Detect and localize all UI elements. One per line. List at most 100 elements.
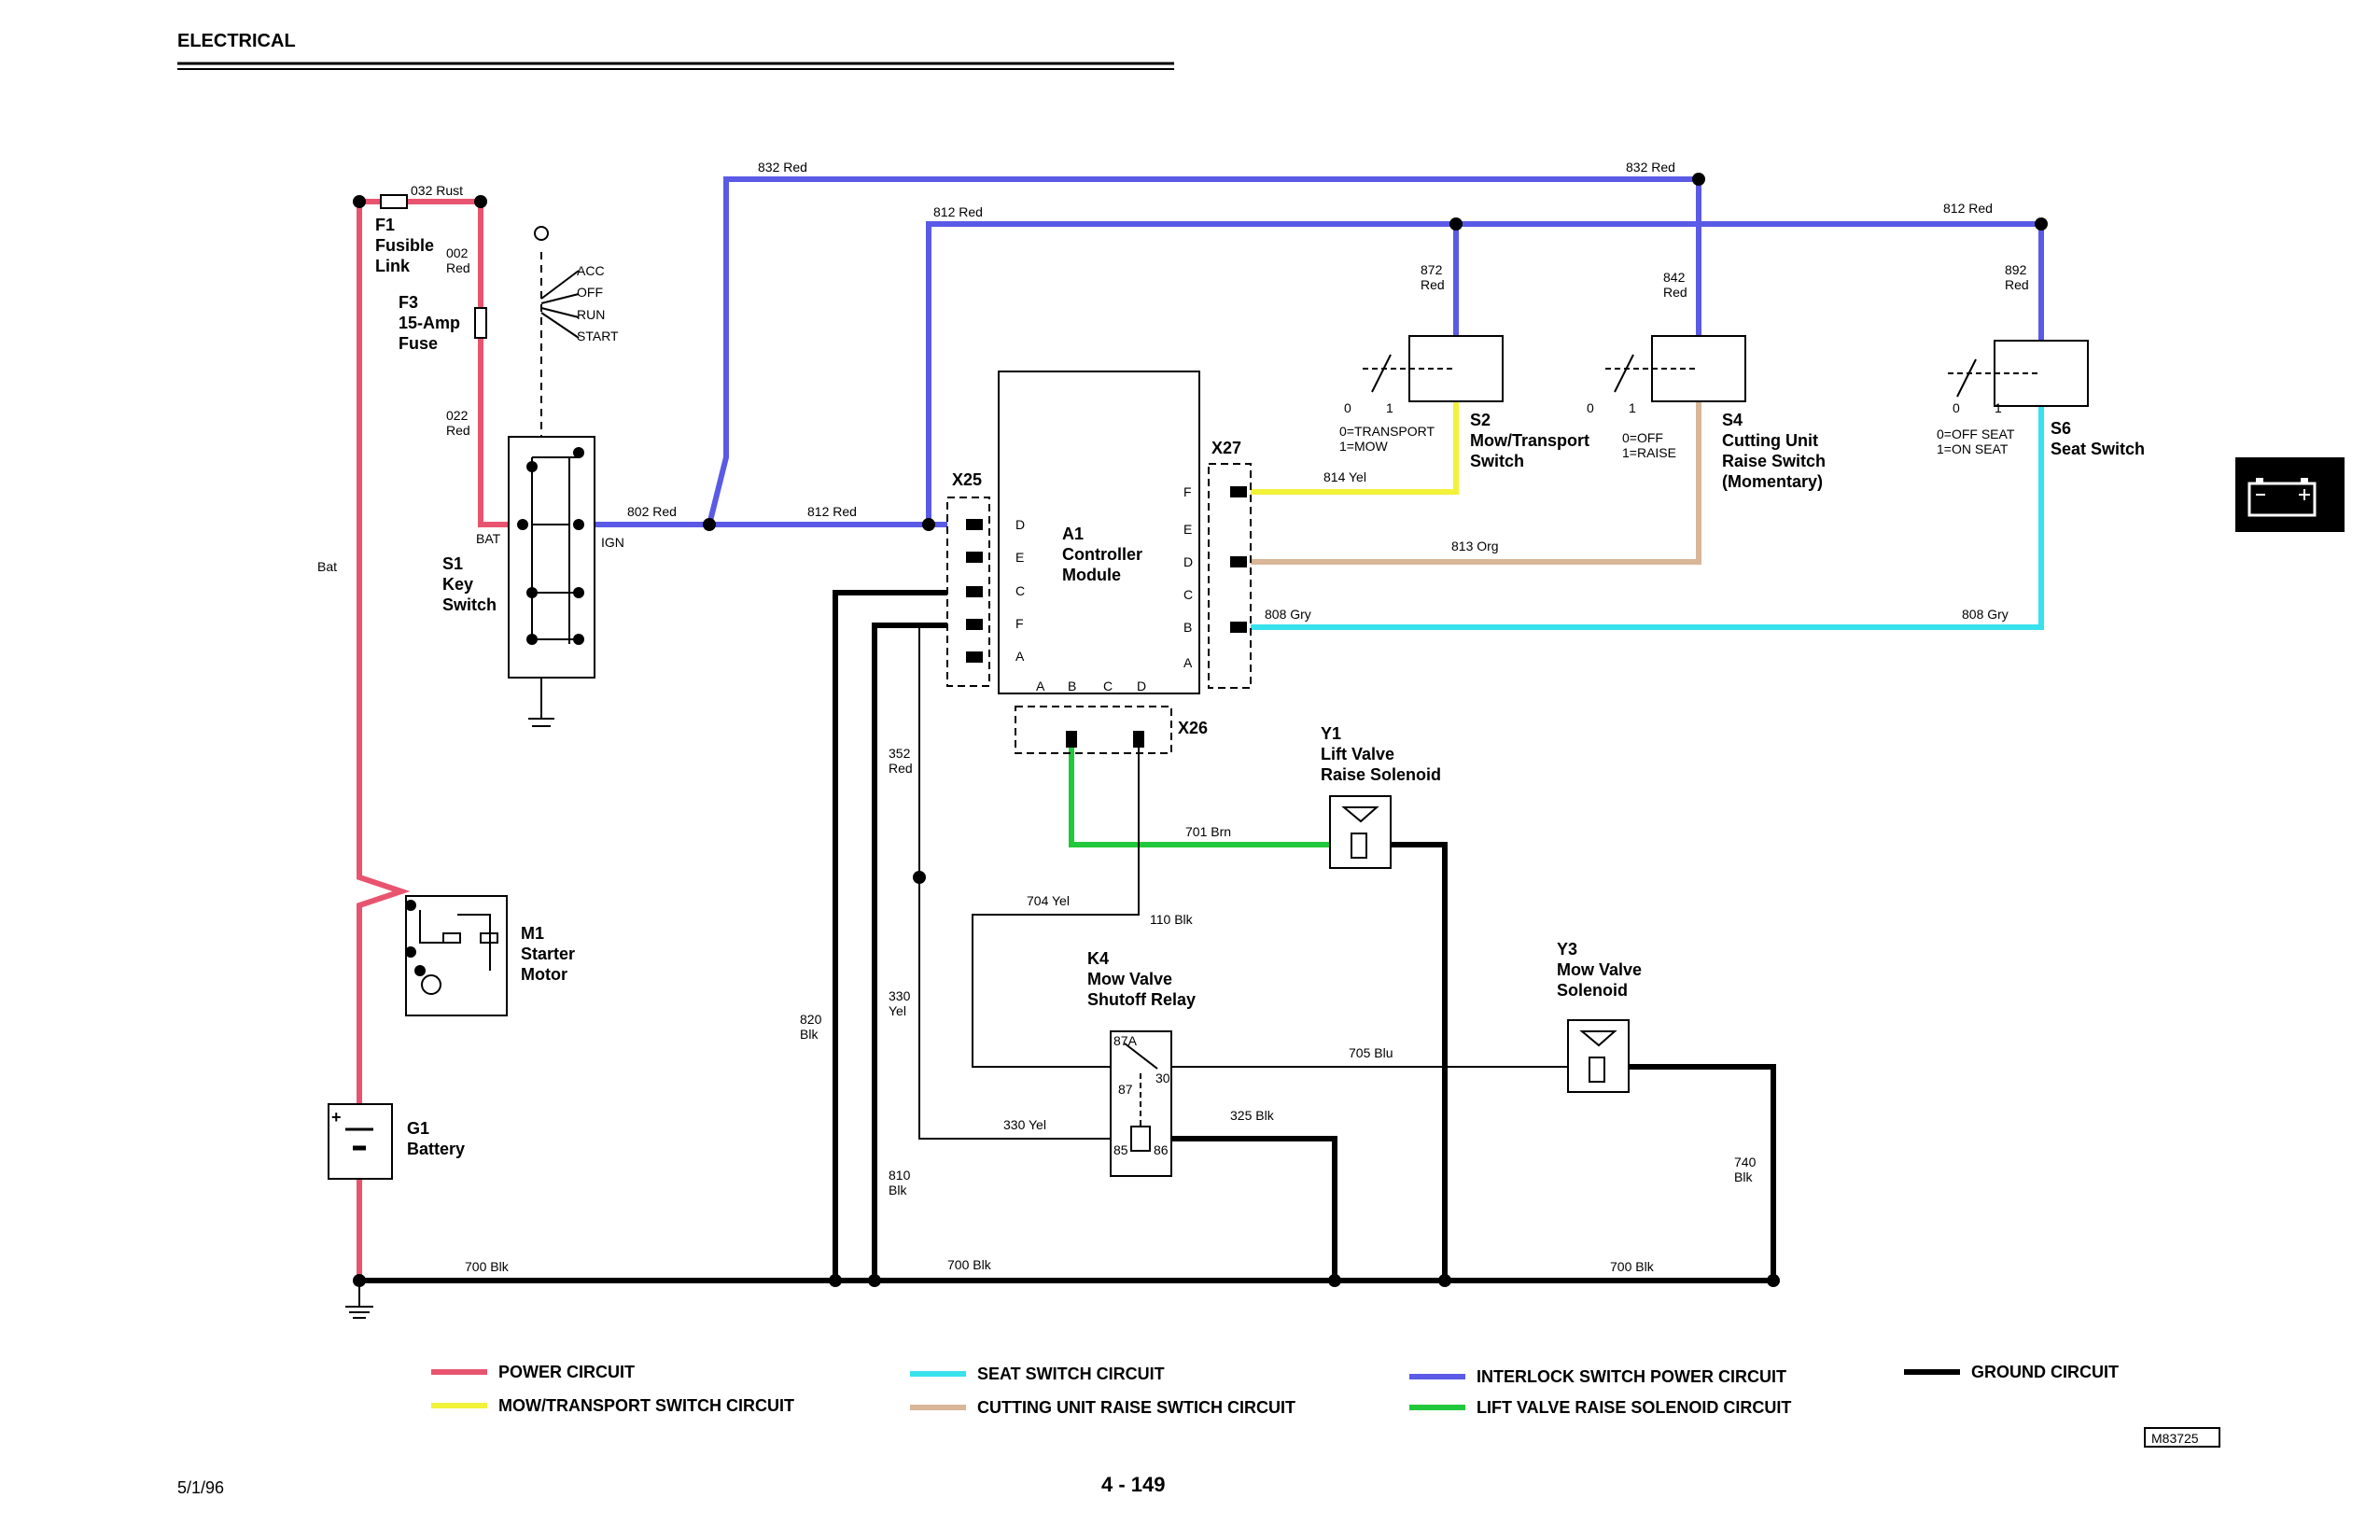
wire-label-325: 325 Blk (1230, 1108, 1275, 1123)
k4-pin-30: 30 (1155, 1071, 1170, 1085)
switch-state-0-1: 1 (1386, 400, 1393, 415)
legend-label-6: GROUND CIRCUIT (1971, 1363, 2119, 1381)
label-x27: X27 (1211, 439, 1241, 457)
m1-starter-motor-symbol (405, 895, 508, 1016)
legend-label-2: SEAT SWITCH CIRCUIT (977, 1365, 1165, 1383)
k4-relay-symbol (1110, 1030, 1172, 1177)
y3-solenoid-symbol (1567, 1019, 1630, 1093)
wire-label-812c: 812 Red (1943, 201, 1993, 216)
g1-battery-symbol (328, 1103, 393, 1180)
section-tab[interactable] (2235, 457, 2345, 532)
k4-pin-86: 86 (1154, 1142, 1169, 1157)
x25-pin-d: D (1015, 517, 1025, 532)
x25-pins (966, 519, 983, 663)
x26-pin-b: B (1068, 679, 1076, 693)
switch-state-2-0: 0 (1953, 400, 1960, 415)
figure-id: M83725 (2151, 1431, 2199, 1446)
key-position-acc: ACC (577, 263, 605, 278)
x26-pin-d: D (1137, 679, 1146, 693)
legend-label-0: POWER CIRCUIT (498, 1363, 635, 1381)
label-bat-terminal: BAT (476, 531, 501, 546)
y1-solenoid-symbol (1329, 795, 1392, 869)
s1-terminal-dots (517, 447, 584, 645)
wire-label-832b: 832 Red (1626, 160, 1675, 175)
switch-state-1-0: 0 (1587, 400, 1594, 415)
x25-pin-c: C (1015, 583, 1025, 598)
wire-label-032: 032 Rust (411, 183, 463, 198)
x25-pin-e: E (1015, 550, 1024, 565)
key-position-run: RUN (577, 307, 605, 322)
legend-label-4: INTERLOCK SWITCH POWER CIRCUIT (1477, 1367, 1786, 1386)
wire-label-814: 814 Yel (1323, 469, 1366, 484)
x27-pin-d: D (1183, 554, 1193, 569)
section-title: ELECTRICAL (177, 31, 296, 51)
figure-id-box (2144, 1427, 2220, 1448)
wire-label-330b: 330 Yel (1003, 1117, 1046, 1132)
x27-pin-a: A (1183, 655, 1193, 670)
k4-pin-87: 87 (1118, 1082, 1133, 1097)
wire-label-812b: 812 Red (933, 204, 983, 219)
label-x26: X26 (1178, 719, 1208, 737)
ground-symbol (345, 1281, 373, 1319)
interlock-power-wires (579, 176, 2044, 527)
s1-key-switch-symbol (508, 226, 595, 727)
key-position-start: START (577, 329, 619, 343)
s2-switch-symbol (1363, 335, 1504, 402)
wire-label-802: 802 Red (627, 504, 677, 519)
x27-pin-e: E (1183, 522, 1192, 537)
wire-label-813: 813 Org (1451, 539, 1499, 553)
seat-switch-wires (1251, 401, 2044, 630)
switch-state-0-0: 0 (1344, 400, 1351, 415)
wire-label-700a: 700 Blk (465, 1259, 510, 1274)
ground-circuit-wires (359, 590, 1776, 1283)
wire-label-701: 701 Brn (1185, 824, 1231, 839)
wire-label-705: 705 Blu (1349, 1045, 1393, 1060)
s4-switch-symbol (1605, 335, 1746, 402)
x25-pin-a: A (1015, 649, 1025, 664)
s6-switch-symbol (1948, 340, 2089, 407)
legend-label-5: LIFT VALVE RAISE SOLENOID CIRCUIT (1477, 1398, 1791, 1417)
key-position-off: OFF (577, 285, 603, 300)
x26-pin-a: A (1036, 679, 1045, 693)
f3-fuse-symbol (474, 307, 487, 339)
x27-pin-f: F (1183, 484, 1192, 499)
battery-plus-sign: + (331, 1108, 342, 1127)
battery-icon (2247, 478, 2317, 517)
a1-controller-module-box (998, 371, 1200, 694)
wire-label-700c: 700 Blk (1610, 1259, 1655, 1274)
mow-transport-wires (1251, 401, 1459, 495)
x25-pin-f: F (1015, 616, 1024, 631)
wire-label-700b: 700 Blk (947, 1257, 992, 1272)
label-x25: X25 (952, 470, 982, 489)
wire-label-808b: 808 Gry (1962, 607, 2009, 622)
m1-dots (405, 900, 426, 976)
label-ign-terminal: IGN (601, 535, 624, 550)
f1-fusible-link-symbol (380, 194, 408, 209)
wire-label-bat: Bat (317, 559, 337, 574)
wire-label-704: 704 Yel (1027, 893, 1070, 908)
